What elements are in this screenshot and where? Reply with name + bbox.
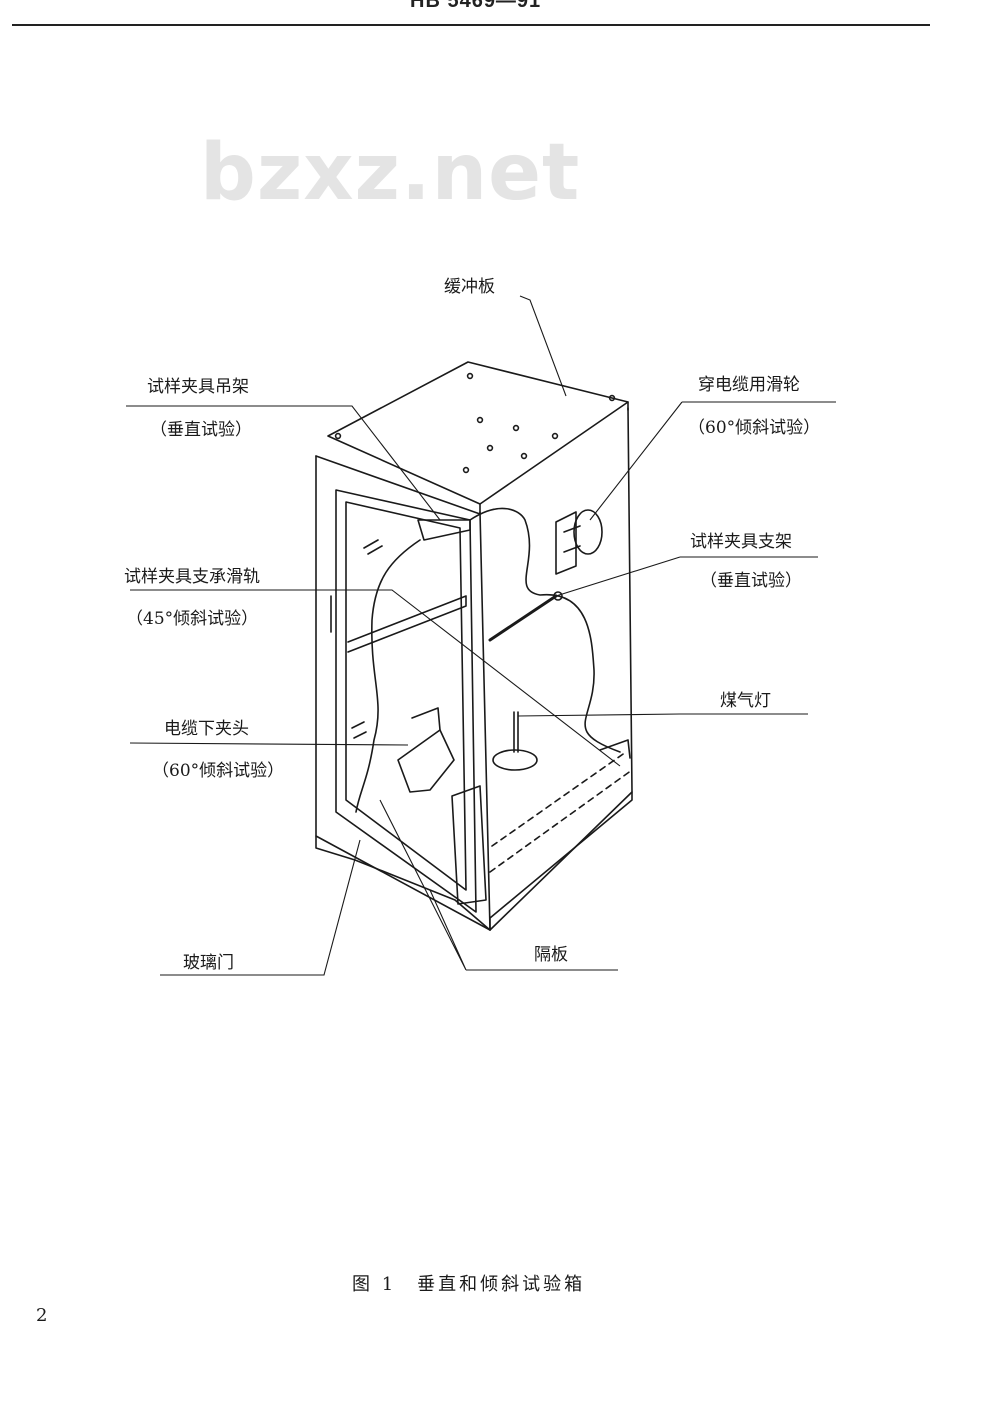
leader-buffer-plate [519,295,567,397]
watermark: bzxz.net [200,128,581,218]
leader-glass-door [160,839,361,976]
label-clamp-support-note: （垂直试验） [700,571,802,591]
gas-lamp-tube [513,711,519,753]
standard-code: HB 5469—91 [410,0,542,12]
cabinet-front-right [479,511,491,931]
label-pulley-note: （60°倾斜试验） [688,418,821,438]
leader-pulley [589,401,836,521]
label-glass-door: 玻璃门 [183,953,234,973]
partition [451,785,487,905]
label-pulley: 穿电缆用滑轮 [698,375,800,395]
leader-clamp-support [555,556,818,597]
pulley [555,511,577,575]
leader-lower-clamp [129,742,409,746]
leader-gas-lamp [517,713,808,717]
gas-lamp-base [492,749,538,771]
leader-hanger [126,405,441,521]
leader-slide-rail [130,589,621,767]
figure-caption: 图 1 垂直和倾斜试验箱 [352,1274,586,1295]
glass-door-frame [335,489,477,913]
label-lower-clamp: 电缆下夹头 [164,719,249,739]
header-rule [12,24,930,26]
page-number: 2 [36,1305,48,1326]
leader-partition [379,799,618,971]
label-gas-lamp: 煤气灯 [720,691,771,711]
hanger-bracket [417,519,471,541]
label-hanger: 试样夹具吊架 [147,377,249,397]
label-clamp-support: 试样夹具支架 [690,532,792,552]
label-slide-rail: 试样夹具支承滑轨 [124,567,260,587]
slide-rail [347,595,467,653]
cabinet-right-side [489,407,633,931]
clamp-support-rod [488,594,558,642]
label-buffer-plate: 缓冲板 [444,277,495,297]
label-lower-clamp-note: （60°倾斜试验） [152,761,285,781]
label-hanger-note: （垂直试验） [150,420,252,440]
label-slide-rail-note: （45°倾斜试验） [126,609,259,629]
lower-clamp [397,729,455,793]
label-partition: 隔板 [534,945,568,965]
